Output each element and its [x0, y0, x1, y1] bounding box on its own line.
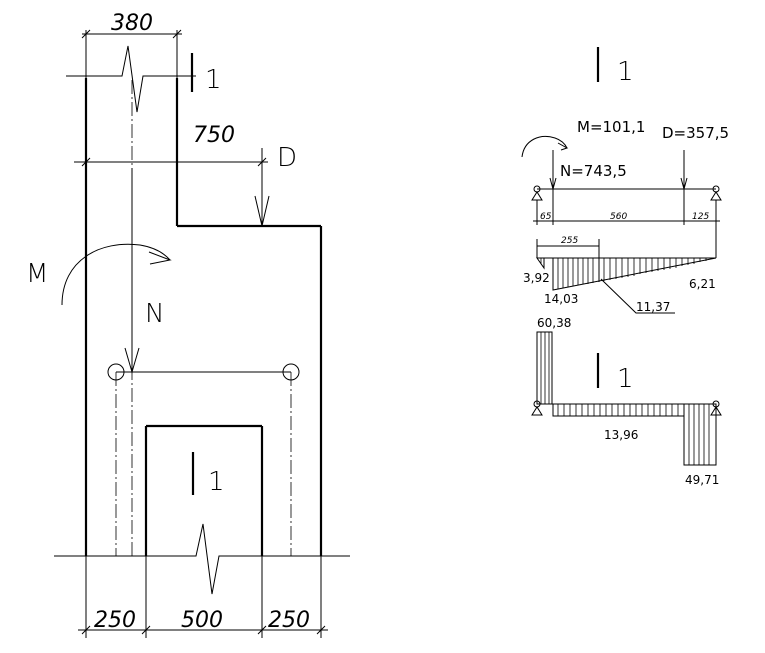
svg-text:255: 255	[561, 236, 578, 246]
svg-text:250: 250	[94, 608, 136, 633]
value-11-37: 11,37	[636, 300, 670, 314]
break-line-bottom	[54, 523, 350, 595]
value-3-92: 3,92	[523, 271, 550, 285]
svg-text:500: 500	[181, 608, 223, 633]
arrow-N-small	[549, 150, 557, 191]
section-title: 1	[617, 57, 634, 87]
moment-arc-small	[521, 135, 569, 158]
supports-bottom	[531, 400, 722, 416]
moment-M-label: M	[26, 259, 48, 289]
span-dimension: 65 560 125	[533, 189, 720, 258]
support-circle-left	[107, 363, 125, 381]
load-N-arrow	[124, 168, 140, 374]
svg-text:560: 560	[610, 212, 627, 222]
break-line-top	[66, 45, 196, 113]
label-D: D=357,5	[662, 124, 729, 142]
column-outline	[84, 78, 323, 556]
svg-text:125: 125	[692, 212, 709, 222]
value-6-21: 6,21	[689, 277, 716, 291]
supports-top	[531, 185, 722, 201]
dimension-255: 255	[536, 236, 600, 258]
value-49-71: 49,71	[685, 473, 719, 487]
value-60-38: 60,38	[537, 316, 571, 330]
section-label-right: 1	[617, 364, 634, 394]
moment-arrow	[61, 243, 172, 306]
svg-text:380: 380	[111, 11, 153, 36]
svg-text:65: 65	[540, 212, 552, 222]
section-label-top: 1	[205, 65, 222, 95]
dimension-380: 380	[81, 11, 182, 80]
svg-text:250: 250	[268, 608, 310, 633]
load-D-arrow	[254, 168, 270, 227]
shear-diagram	[536, 331, 717, 466]
pressure-diagram	[536, 257, 717, 314]
label-N: N=743,5	[560, 162, 627, 180]
dimension-750: 750	[74, 123, 268, 168]
svg-text:750: 750	[193, 123, 235, 148]
label-M: M=101,1	[577, 118, 645, 136]
load-N-label: N	[145, 299, 164, 329]
value-14-03: 14,03	[544, 292, 578, 306]
arrow-D-small	[680, 150, 688, 191]
dimension-bottom: 250 500 250	[78, 556, 328, 638]
support-circle-right	[282, 363, 300, 381]
load-D-label: D	[277, 143, 297, 173]
value-13-96: 13,96	[604, 428, 638, 442]
section-label-bottom: 1	[208, 467, 225, 497]
